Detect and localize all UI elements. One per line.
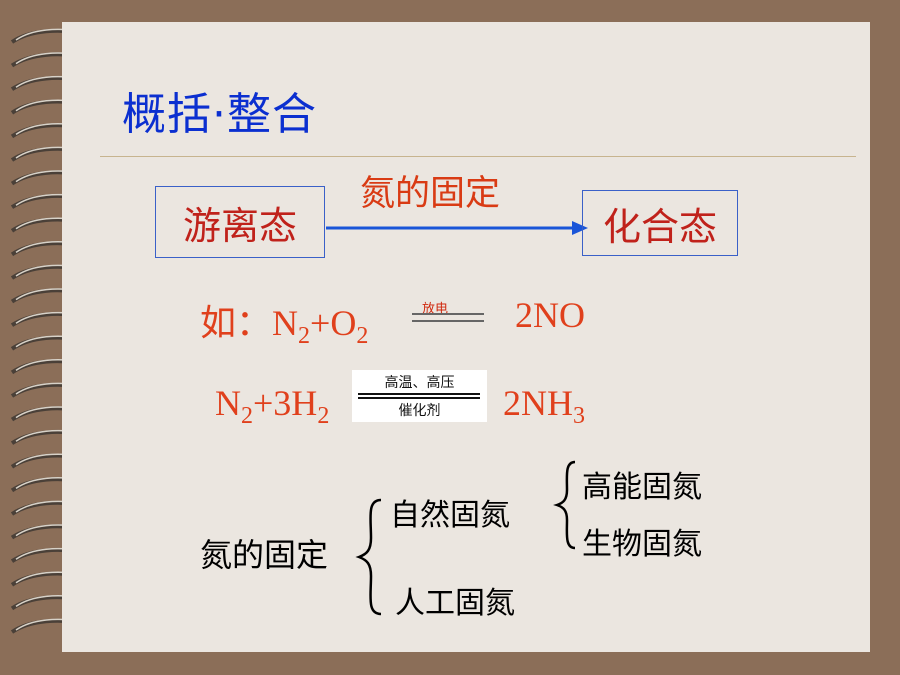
high-energy-fixation: 高能固氮: [582, 470, 702, 505]
condition-bottom: 催化剂: [398, 403, 441, 419]
flow-arrow: [326, 221, 588, 235]
combined-state-box: 化合态: [582, 190, 738, 256]
title-divider: [100, 156, 856, 157]
equation-1-lhs: 如：N2+O2: [200, 303, 369, 349]
condition-line-2: [358, 397, 480, 399]
equation-2-rhs: 2NH3: [503, 383, 585, 429]
classification-root: 氮的固定: [200, 536, 329, 574]
left-brace-icon: [355, 498, 382, 616]
equation-1-rhs: 2NO: [515, 295, 585, 335]
arrow-label: 氮的固定: [360, 174, 501, 214]
artificial-fixation: 人工固氮: [395, 586, 515, 621]
condition-top: 高温、高压: [384, 375, 455, 391]
slide-title: 概括·整合: [122, 89, 317, 140]
equals-line-top: [412, 313, 484, 315]
slide-page: [62, 22, 870, 652]
free-state-box: 游离态: [155, 186, 325, 258]
equation-2-condition-image: 高温、高压 催化剂: [352, 370, 487, 422]
condition-line-1: [358, 393, 480, 395]
right-brace-icon: [553, 460, 576, 550]
biological-fixation: 生物固氮: [582, 527, 702, 562]
natural-fixation: 自然固氮: [390, 498, 510, 533]
equation-2-lhs: N2+3H2: [215, 383, 330, 429]
equals-line-bottom: [412, 320, 484, 322]
